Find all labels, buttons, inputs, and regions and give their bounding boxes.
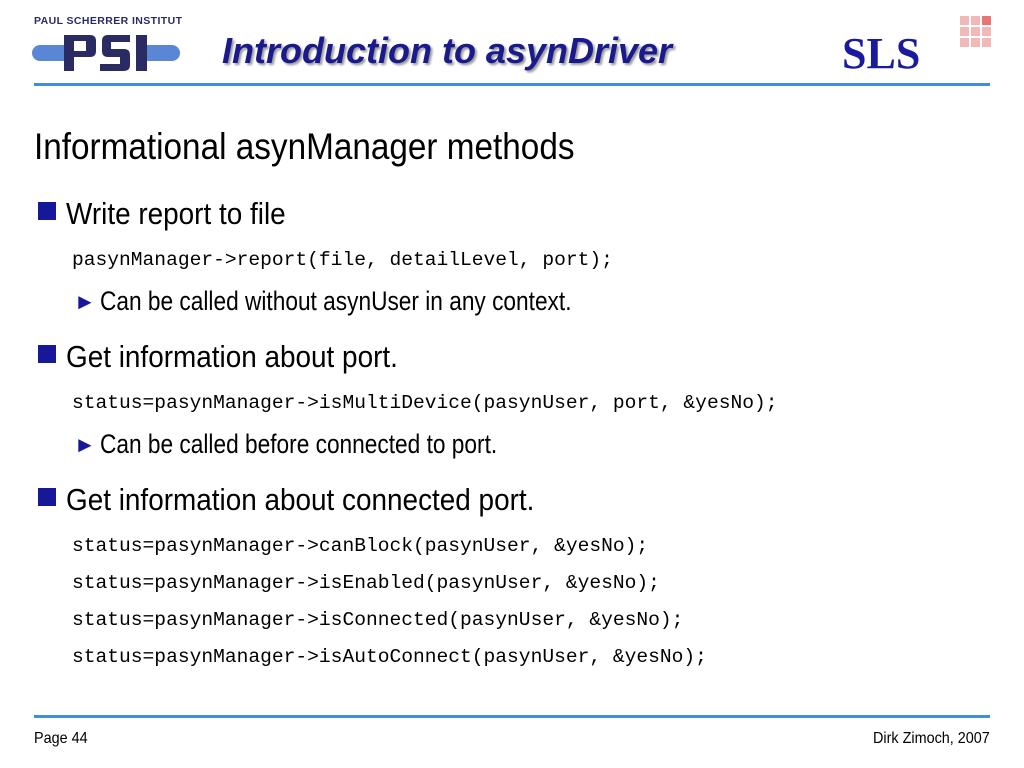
code-line: status=pasynManager->isConnected(pasynUs… [72, 609, 684, 631]
section-heading: Informational asynManager methods [34, 126, 575, 167]
sls-logo-icon: SLS [842, 16, 991, 78]
bullet-item: Get information about connected port. [38, 482, 586, 518]
psi-logo-icon [32, 35, 180, 71]
square-bullet-icon [38, 488, 56, 506]
sub-bullet-text: Can be called without asynUser in any co… [99, 286, 572, 316]
code-line: status=pasynManager->isEnabled(pasynUser… [72, 572, 660, 594]
code-line: status=pasynManager->isMultiDevice(pasyn… [72, 392, 778, 414]
psi-institute-name: PAUL SCHERRER INSTITUT [34, 15, 183, 27]
code-line: status=pasynManager->canBlock(pasynUser,… [72, 535, 649, 557]
slide-title: Introduction to asynDriver [222, 30, 673, 71]
sub-bullet-item: ►Can be called without asynUser in any c… [74, 286, 661, 317]
right-arrow-icon: ► [74, 431, 96, 457]
square-bullet-icon [38, 345, 56, 363]
header-rule [34, 83, 990, 86]
footer-rule [34, 715, 990, 718]
sls-logo-text: SLS [842, 29, 920, 76]
bullet-text: Write report to file [66, 196, 286, 231]
page-number: Page 44 [34, 730, 88, 747]
bullet-text: Get information about connected port. [66, 482, 535, 517]
sub-bullet-text: Can be called before connected to port. [99, 429, 497, 459]
bullet-item: Get information about port. [38, 339, 435, 375]
sls-logo: SLS [842, 14, 992, 78]
code-line: pasynManager->report(file, detailLevel, … [72, 249, 613, 271]
right-arrow-icon: ► [74, 288, 96, 314]
code-line: status=pasynManager->isAutoConnect(pasyn… [72, 646, 707, 668]
footer-author: Dirk Zimoch, 2007 [873, 730, 990, 747]
psi-logo: PAUL SCHERRER INSTITUT [32, 15, 183, 75]
bullet-text: Get information about port. [66, 339, 398, 374]
square-bullet-icon [38, 202, 56, 220]
bullet-item: Write report to file [38, 196, 310, 232]
sub-bullet-item: ►Can be called before connected to port. [74, 429, 573, 460]
